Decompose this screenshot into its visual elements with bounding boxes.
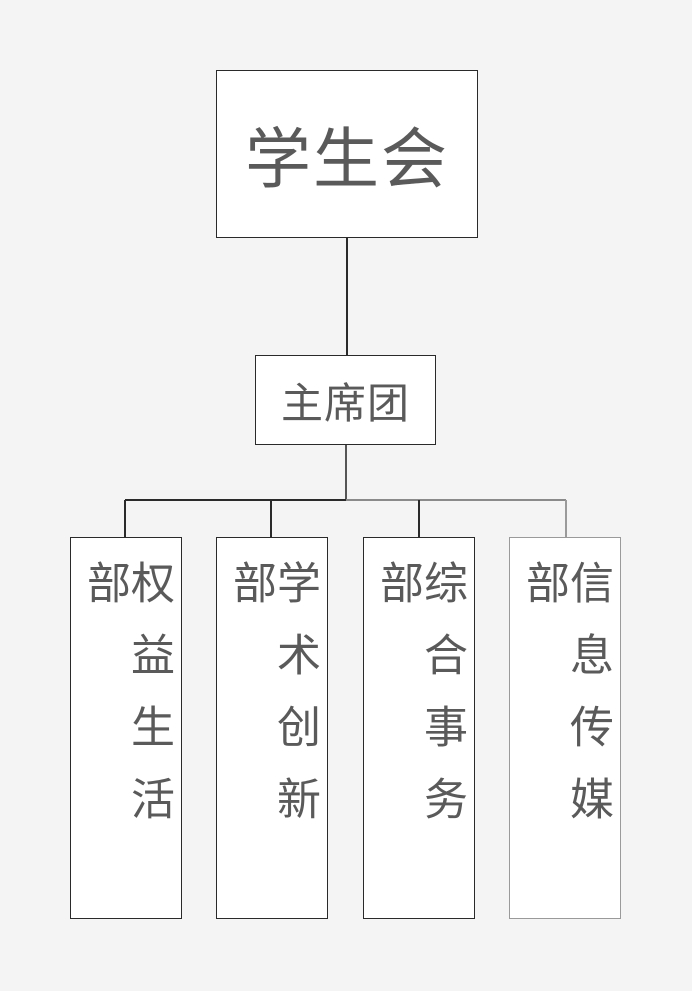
root-node-label: 学生会 — [245, 121, 449, 198]
department-box-1: 学术创新部 — [216, 537, 328, 919]
middle-node-label: 主席团 — [280, 378, 410, 428]
department-box-3: 信息传媒部 — [509, 537, 621, 919]
department-box-0: 权益生活部 — [70, 537, 182, 919]
department-label: 学术创新部 — [225, 560, 320, 848]
department-box-2: 综合事务部 — [363, 537, 475, 919]
department-label: 综合事务部 — [372, 560, 467, 848]
middle-node-box: 主席团 — [255, 355, 436, 445]
root-node-box: 学生会 — [216, 70, 478, 238]
department-label: 信息传媒部 — [518, 560, 613, 848]
department-label: 权益生活部 — [79, 560, 174, 848]
